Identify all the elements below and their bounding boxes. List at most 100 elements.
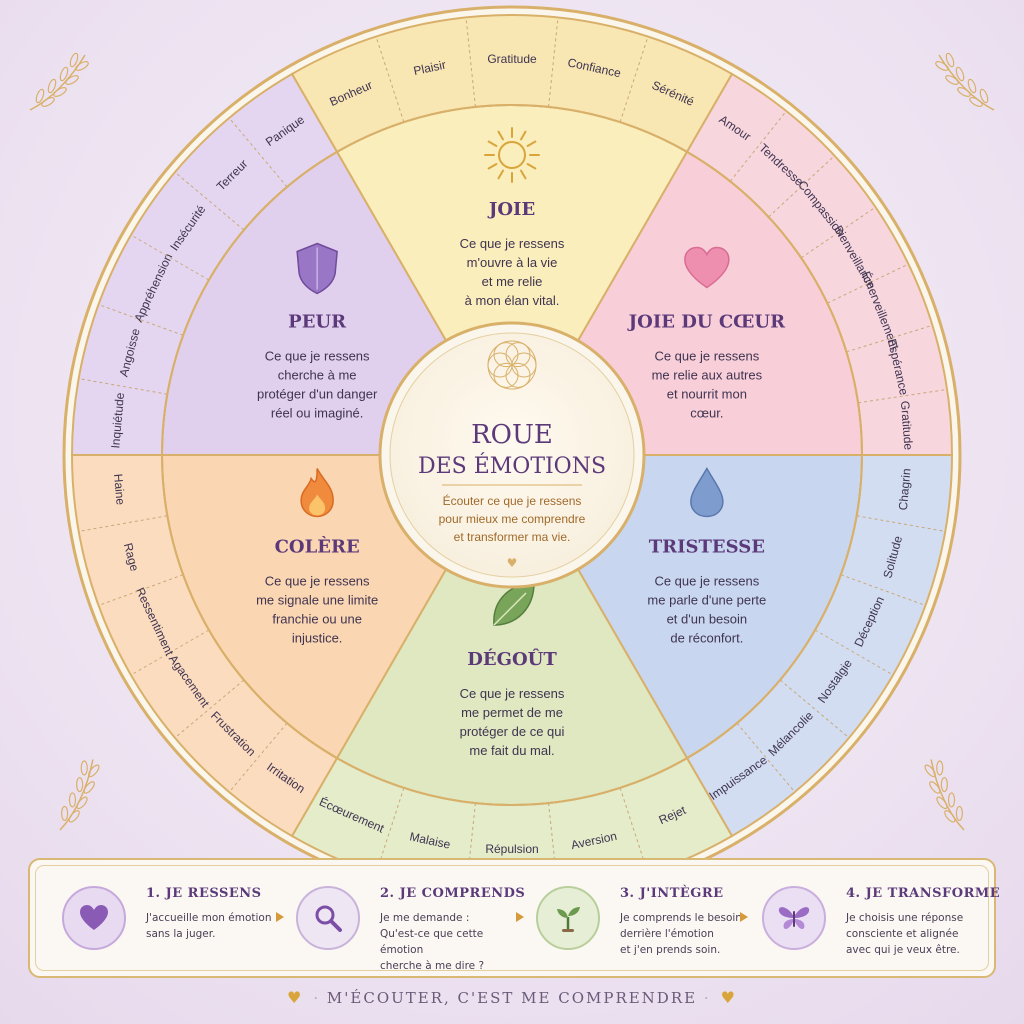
center-title-1: ROUE xyxy=(471,420,553,450)
sector-line: et d'un besoin xyxy=(667,612,748,627)
ring-divider xyxy=(779,679,850,739)
sector-line: cherche à me xyxy=(278,368,357,383)
ring-divider xyxy=(468,803,476,860)
sector-line: Ce que je ressens xyxy=(654,349,759,364)
step-line: avec qui je veux être. xyxy=(846,944,960,956)
center-title-2: DES ÉMOTIONS xyxy=(418,452,606,479)
sector-title: JOIE xyxy=(487,199,535,220)
ring-divider xyxy=(174,679,245,739)
sector-title: TRISTESSE xyxy=(649,537,765,558)
step-line: Je choisis une réponse xyxy=(846,912,964,924)
flame-icon xyxy=(300,468,334,518)
sprout-icon xyxy=(536,886,600,950)
step-line: derrière l'émotion xyxy=(620,928,714,940)
ring-divider xyxy=(800,206,876,259)
divider: · xyxy=(313,989,321,1007)
step-title: 4. JE TRANSFORME xyxy=(846,886,1001,901)
sector-content-joie: JOIE Ce que je ressens m'ouvre à la vie et … xyxy=(460,127,565,308)
water-drop-icon xyxy=(690,466,724,518)
ring-divider xyxy=(736,722,796,793)
branch-ornament-icon xyxy=(59,759,100,831)
sun-icon xyxy=(484,127,540,183)
butterfly-icon xyxy=(762,886,826,950)
ring-divider xyxy=(98,304,184,336)
ring-divider xyxy=(130,629,210,676)
step-line: Je comprends le besoin xyxy=(620,912,742,924)
emotion-word: Gratitude xyxy=(487,52,537,66)
step-ressens: 1. JE RESSENS J'accueille mon émotion sa… xyxy=(62,880,282,960)
arrow-icon xyxy=(276,912,284,922)
step-text: Je me demande : Qu'est-ce que cette émot… xyxy=(380,910,526,974)
ring-inner-border xyxy=(161,104,863,806)
ring-divider xyxy=(814,629,894,676)
ring-divider xyxy=(228,117,288,188)
sector-line: de réconfort. xyxy=(670,631,743,646)
sector-line: injustice. xyxy=(292,631,343,646)
sector-line: Ce que je ressens xyxy=(460,236,565,251)
step-line: sans la juger. xyxy=(146,928,216,940)
step-line: cherche à me dire ? xyxy=(380,960,485,972)
sector-line: m'ouvre à la vie xyxy=(467,255,558,270)
ring-divider xyxy=(856,515,946,532)
sector-line: franchie ou une xyxy=(272,612,362,627)
ring-divider xyxy=(375,36,405,123)
center-subtitle: et transformer ma vie. xyxy=(454,530,571,544)
sector-line: protéger de ce qui xyxy=(460,724,565,739)
sector-line: et nourrit mon xyxy=(667,387,747,402)
heart-icon: ♥ xyxy=(720,988,737,1007)
footer-text: M'ÉCOUTER, C'EST ME COMPRENDRE xyxy=(326,989,698,1007)
arrow-icon xyxy=(516,912,524,922)
ring-divider xyxy=(174,171,245,231)
step-text: Je choisis une réponse consciente et ali… xyxy=(846,910,963,958)
sector-line: Ce que je ressens xyxy=(265,574,370,589)
step-title: 1. JE RESSENS xyxy=(146,886,262,901)
ring-divider xyxy=(858,388,948,404)
ring-divider xyxy=(130,234,210,281)
sector-line: cœur. xyxy=(690,406,723,421)
sector-title: COLÈRE xyxy=(275,535,360,558)
sector-title: DÉGOÛT xyxy=(467,647,557,670)
ring-divider xyxy=(619,36,649,123)
sector-content-peur: PEUR Ce que je ressens cherche à me protége… xyxy=(257,242,378,421)
center-inner xyxy=(389,332,635,578)
arrow-icon xyxy=(740,912,748,922)
heart-icon: ♥ xyxy=(287,988,304,1007)
steps-panel: 1. JE RESSENS J'accueille mon émotion sa… xyxy=(28,858,1000,978)
ring-divider xyxy=(729,110,787,182)
magnifier-icon xyxy=(296,886,360,950)
sector-title: PEUR xyxy=(288,312,347,333)
step-text: Je comprends le besoin derrière l'émotio… xyxy=(620,910,742,958)
heart-icon xyxy=(684,246,730,289)
step-line: Qu'est-ce que cette émotion xyxy=(380,928,484,956)
ring-divider xyxy=(548,803,556,860)
sector-line: me fait du mal. xyxy=(469,743,554,758)
emotion-word: Haine xyxy=(111,473,128,506)
step-title: 2. JE COMPRENDS xyxy=(380,886,526,901)
sector-line: me relie aux autres xyxy=(652,368,763,383)
divider: · xyxy=(703,989,711,1007)
emotion-word: Chagrin xyxy=(896,468,914,511)
emotion-word: Gratitude xyxy=(898,400,916,451)
sector-line: protéger d'un danger xyxy=(257,387,378,402)
branch-ornament-icon xyxy=(29,52,89,111)
step-text: J'accueille mon émotion sans la juger. xyxy=(146,910,272,942)
ring-divider xyxy=(846,324,933,353)
branch-ornament-icon xyxy=(935,52,995,111)
sector-line: me permet de me xyxy=(461,705,563,720)
footer-motto: ♥ · M'ÉCOUTER, C'EST ME COMPRENDRE · ♥ xyxy=(0,988,1024,1012)
emotion-word: Plaisir xyxy=(412,58,447,78)
step-comprends: 2. JE COMPRENDS Je me demande : Qu'est-c… xyxy=(296,880,526,972)
flower-ornament-icon xyxy=(487,340,537,390)
center-subtitle: pour mieux me comprendre xyxy=(439,512,586,526)
sector-line: Ce que je ressens xyxy=(654,574,759,589)
emotion-word: Inquiétude xyxy=(108,392,127,449)
ring-divider xyxy=(840,574,926,606)
sector-line: et me relie xyxy=(482,274,543,289)
shield-icon xyxy=(296,242,338,295)
ring-divider xyxy=(827,263,909,304)
sector-line: Ce que je ressens xyxy=(265,349,370,364)
ring-divider xyxy=(768,155,835,218)
ring-divider xyxy=(98,574,184,606)
